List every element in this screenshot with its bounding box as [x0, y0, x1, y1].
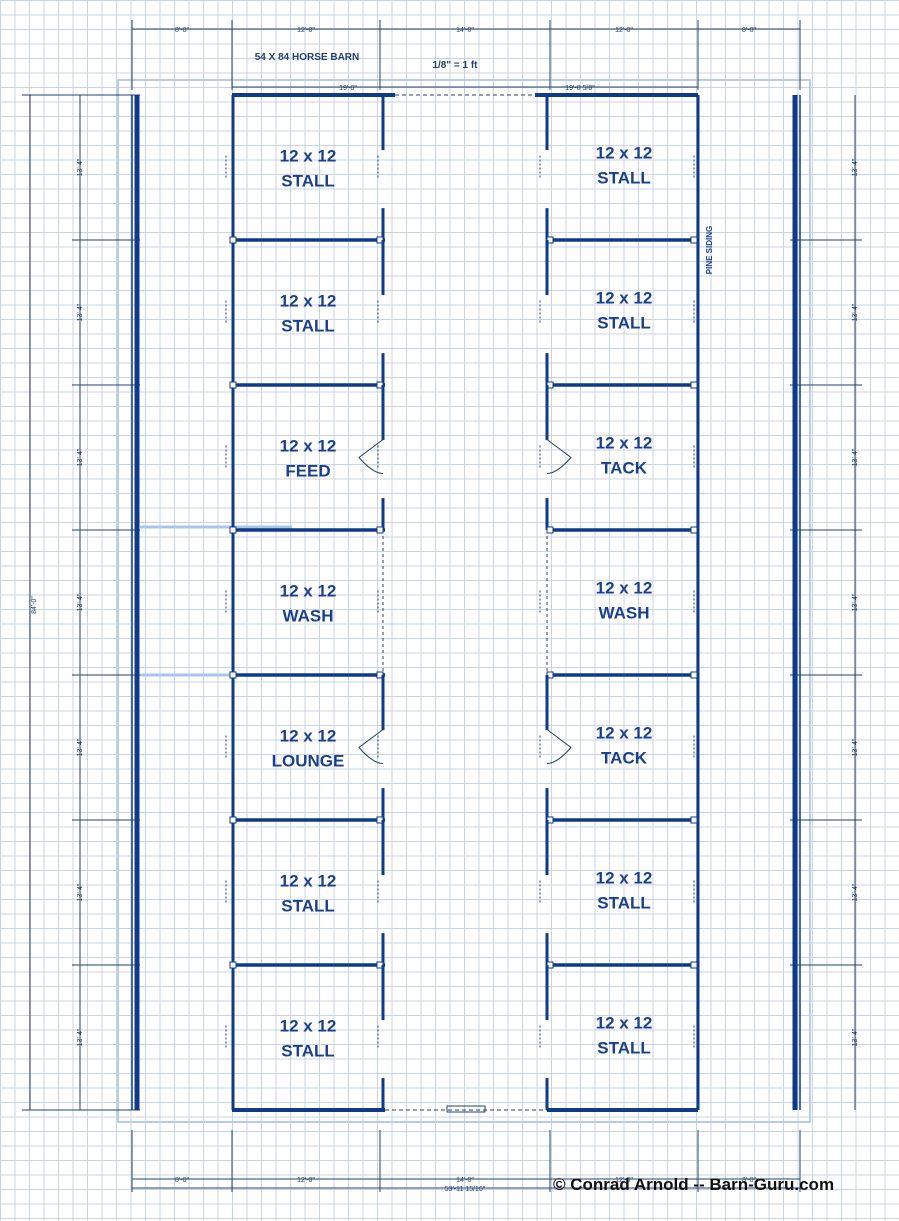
bottom-total-dim: 53'-11 15/16"	[445, 1186, 486, 1193]
row-dim-left: 13'-4"	[77, 738, 84, 756]
room-name-right: WASH	[599, 604, 650, 623]
inner-top-dim-2: 19'-0 5/8"	[565, 85, 595, 92]
stall-block-frame	[231, 93, 700, 1112]
room-size-left: 12 x 12	[280, 292, 337, 311]
room-name-right: STALL	[597, 894, 651, 913]
post	[229, 526, 237, 534]
post	[690, 526, 698, 534]
room-name-left: LOUNGE	[272, 752, 345, 771]
room-name-right: TACK	[601, 459, 648, 478]
rooms-layer: 12 x 12 STALL 12 x 12 STALL 13'-4" 13'-4" 12 x…	[77, 95, 859, 1110]
bottom-dim-5: 8'-0"	[742, 1177, 756, 1184]
post	[690, 671, 698, 679]
row-dim-right: 13'-4"	[852, 593, 859, 611]
room-size-left: 12 x 12	[280, 437, 337, 456]
top-dim-1: 8'-0"	[175, 27, 189, 34]
bottom-dim-2: 12'-0"	[297, 1177, 315, 1184]
swing-door	[358, 439, 384, 474]
post	[546, 526, 554, 534]
room-size-left: 12 x 12	[280, 727, 337, 746]
room-name-left: FEED	[285, 462, 330, 481]
swing-door	[358, 729, 384, 764]
top-dim-2: 12'-0"	[297, 27, 315, 34]
room-size-left: 12 x 12	[280, 872, 337, 891]
room-name-left: WASH	[283, 607, 334, 626]
room-name-left: STALL	[281, 172, 335, 191]
swing-door	[546, 439, 572, 474]
site-outline	[117, 79, 811, 1123]
drawing-title: 54 X 84 HORSE BARN	[255, 52, 359, 63]
room-size-right: 12 x 12	[596, 144, 653, 163]
top-dim-5: 8'-0"	[742, 27, 756, 34]
bottom-dim-4: 12'-0"	[615, 1177, 633, 1184]
inner-top-dim-1: 19'-0"	[339, 85, 357, 92]
post	[229, 671, 237, 679]
post	[229, 236, 237, 244]
bottom-door-marker	[446, 1105, 486, 1113]
room-name-left: STALL	[281, 1042, 335, 1061]
outer-side-walls	[131, 95, 801, 1110]
row-dim-left: 13'-4"	[77, 303, 84, 321]
row-dim-left: 13'-4"	[77, 593, 84, 611]
wash-area-lines	[140, 525, 292, 677]
overall-height-dimension	[22, 94, 140, 1111]
room-size-right: 12 x 12	[596, 724, 653, 743]
row-dim-left: 13'-4"	[77, 883, 84, 901]
swing-door	[546, 729, 572, 764]
post	[229, 816, 237, 824]
room-size-left: 12 x 12	[280, 147, 337, 166]
room-name-right: TACK	[601, 749, 648, 768]
room-size-left: 12 x 12	[280, 1017, 337, 1036]
top-dim-3: 14'-0"	[456, 27, 474, 34]
room-name-left: STALL	[281, 897, 335, 916]
room-name-left: STALL	[281, 317, 335, 336]
room-name-right: STALL	[597, 1039, 651, 1058]
post	[690, 816, 698, 824]
row-dim-left: 13'-4"	[77, 448, 84, 466]
room-size-right: 12 x 12	[596, 579, 653, 598]
drawing-scale: 1/8" = 1 ft	[432, 60, 478, 71]
room-name-right: STALL	[597, 314, 651, 333]
row-dim-right: 13'-4"	[852, 448, 859, 466]
post	[376, 526, 384, 534]
top-dimension-line	[131, 20, 801, 90]
room-size-right: 12 x 12	[596, 434, 653, 453]
post	[690, 961, 698, 969]
post	[690, 236, 698, 244]
post	[229, 381, 237, 389]
aisle-doors	[385, 94, 547, 1111]
row-dim-right: 13'-4"	[852, 303, 859, 321]
row-dim-left: 13'-4"	[77, 158, 84, 176]
row-dim-right: 13'-4"	[852, 158, 859, 176]
room-size-left: 12 x 12	[280, 582, 337, 601]
row-dim-right: 13'-4"	[852, 738, 859, 756]
room-name-right: STALL	[597, 169, 651, 188]
row-dim-right: 13'-4"	[852, 1028, 859, 1046]
bottom-dim-1: 8'-0"	[175, 1177, 189, 1184]
overall-height-label: 84'-0"	[31, 596, 38, 614]
row-dim-right: 13'-4"	[852, 883, 859, 901]
top-dim-4: 12'-0"	[615, 27, 633, 34]
room-size-right: 12 x 12	[596, 289, 653, 308]
post	[690, 381, 698, 389]
room-size-right: 12 x 12	[596, 869, 653, 888]
room-size-right: 12 x 12	[596, 1014, 653, 1033]
post	[229, 961, 237, 969]
row-dim-left: 13'-4"	[77, 1028, 84, 1046]
bottom-dimension-line	[131, 1130, 801, 1192]
row-dimension-lines	[72, 95, 862, 1110]
credit-line: © Conrad Arnold -- Barn-Guru.com	[553, 1175, 835, 1194]
bottom-dim-3: 14'-0"	[456, 1177, 474, 1184]
pine-siding-note: PINE SIDING	[705, 226, 714, 274]
